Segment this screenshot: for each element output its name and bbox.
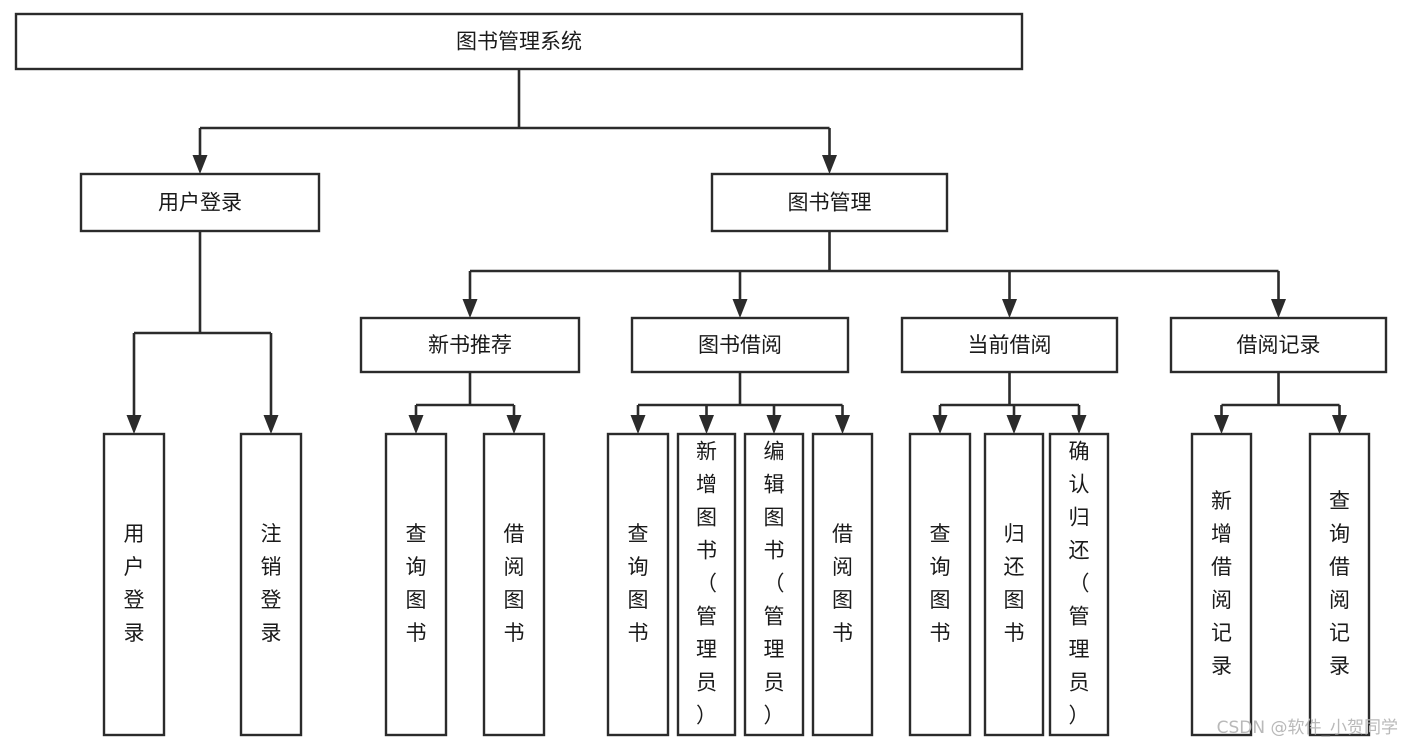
node-leaf-query-book-current[interactable]: 查询图书 [908, 432, 972, 737]
node-leaf-user-login-box[interactable] [102, 432, 166, 737]
node-current-borrow-label: 当前借阅 [968, 333, 1052, 357]
watermark-layer: CSDN @软件_小贺同学 [1217, 718, 1398, 738]
arrow-head-icon [699, 415, 714, 434]
node-book-management[interactable]: 图书管理 [710, 172, 949, 233]
node-book-borrow[interactable]: 图书借阅 [630, 316, 850, 374]
node-book-borrow-box[interactable] [630, 316, 850, 374]
arrow-head-icon [1332, 415, 1347, 434]
node-leaf-edit-book-admin[interactable]: 编辑图书（管理员） [743, 432, 805, 737]
node-leaf-query-book-borrow[interactable]: 查询图书 [606, 432, 670, 737]
arrow-head-icon [263, 415, 279, 434]
arrow-head-icon [1071, 415, 1087, 434]
node-user-login[interactable]: 用户登录 [79, 172, 321, 233]
arrow-head-icon [462, 299, 478, 318]
arrow-head-icon [1006, 415, 1022, 434]
node-user-login-label: 用户登录 [158, 191, 242, 215]
csdn-watermark: CSDN @软件_小贺同学 [1217, 718, 1398, 738]
node-new-book-recommend-box[interactable] [359, 316, 581, 374]
node-leaf-query-book-current-label: 查询图书 [930, 522, 951, 645]
arrow-head-icon [506, 415, 522, 434]
node-leaf-add-borrow-record-box[interactable] [1190, 432, 1253, 737]
node-root[interactable]: 图书管理系统 [14, 12, 1024, 71]
arrow-head-icon [766, 415, 782, 434]
node-leaf-confirm-return-admin[interactable]: 确认归还（管理员） [1048, 432, 1110, 737]
node-leaf-borrow-book[interactable]: 借阅图书 [811, 432, 874, 737]
node-leaf-query-borrow-record-box[interactable] [1308, 432, 1371, 737]
node-leaf-logout[interactable]: 注销登录 [239, 432, 303, 737]
node-leaf-return-book-box[interactable] [983, 432, 1045, 737]
node-current-borrow-box[interactable] [900, 316, 1119, 374]
arrow-head-icon [408, 415, 424, 434]
node-borrow-record-box[interactable] [1169, 316, 1388, 374]
node-book-borrow-label: 图书借阅 [698, 333, 782, 357]
node-book-management-box[interactable] [710, 172, 949, 233]
node-leaf-add-borrow-record-label: 新增借阅记录 [1211, 489, 1232, 678]
node-leaf-query-borrow-record-label: 查询借阅记录 [1329, 489, 1350, 678]
node-leaf-query-borrow-record[interactable]: 查询借阅记录 [1308, 432, 1371, 737]
node-leaf-confirm-return-admin-box[interactable] [1048, 432, 1110, 737]
node-root-label: 图书管理系统 [456, 30, 582, 54]
node-current-borrow[interactable]: 当前借阅 [900, 316, 1119, 374]
node-leaf-return-book-label: 归还图书 [1004, 522, 1025, 645]
node-leaf-edit-book-admin-box[interactable] [743, 432, 805, 737]
node-new-book-recommend[interactable]: 新书推荐 [359, 316, 581, 374]
node-leaf-borrow-book-rec-box[interactable] [482, 432, 546, 737]
arrow-head-icon [835, 415, 850, 434]
arrow-head-icon [630, 415, 646, 434]
node-leaf-confirm-return-admin-label: 确认归还（管理员） [1069, 440, 1090, 728]
arrow-head-icon [192, 155, 208, 174]
node-leaf-user-login-label: 用户登录 [124, 522, 145, 645]
node-leaf-add-book-admin-box[interactable] [676, 432, 737, 737]
arrow-head-icon [822, 155, 837, 174]
node-leaf-edit-book-admin-label: 编辑图书（管理员） [764, 440, 785, 728]
node-leaf-add-book-admin-label: 新增图书（管理员） [696, 440, 717, 728]
node-borrow-record[interactable]: 借阅记录 [1169, 316, 1388, 374]
node-leaf-logout-label: 注销登录 [261, 522, 282, 645]
node-leaf-user-login[interactable]: 用户登录 [102, 432, 166, 737]
node-leaf-borrow-book-box[interactable] [811, 432, 874, 737]
node-leaf-add-book-admin[interactable]: 新增图书（管理员） [676, 432, 737, 737]
node-leaf-borrow-book-rec-label: 借阅图书 [504, 522, 525, 645]
connectors-layer [126, 69, 1347, 434]
nodes-layer: 图书管理系统用户登录图书管理新书推荐图书借阅当前借阅借阅记录用户登录注销登录查询… [14, 12, 1388, 737]
node-user-login-box[interactable] [79, 172, 321, 233]
node-leaf-query-book-rec-label: 查询图书 [406, 522, 427, 645]
node-leaf-return-book[interactable]: 归还图书 [983, 432, 1045, 737]
node-leaf-logout-box[interactable] [239, 432, 303, 737]
node-borrow-record-label: 借阅记录 [1237, 333, 1321, 357]
arrow-head-icon [126, 415, 142, 434]
node-leaf-query-book-borrow-box[interactable] [606, 432, 670, 737]
node-leaf-query-book-rec-box[interactable] [384, 432, 448, 737]
node-leaf-borrow-book-rec[interactable]: 借阅图书 [482, 432, 546, 737]
node-leaf-query-book-rec[interactable]: 查询图书 [384, 432, 448, 737]
node-book-management-label: 图书管理 [788, 191, 872, 215]
node-leaf-query-book-current-box[interactable] [908, 432, 972, 737]
node-leaf-query-book-borrow-label: 查询图书 [628, 522, 649, 645]
node-leaf-add-borrow-record[interactable]: 新增借阅记录 [1190, 432, 1253, 737]
arrow-head-icon [1271, 299, 1286, 318]
arrow-head-icon [1214, 415, 1229, 434]
node-root-box[interactable] [14, 12, 1024, 71]
node-leaf-borrow-book-label: 借阅图书 [832, 522, 853, 645]
arrow-head-icon [932, 415, 948, 434]
arrow-head-icon [732, 299, 748, 318]
node-new-book-recommend-label: 新书推荐 [428, 333, 512, 357]
arrow-head-icon [1002, 299, 1017, 318]
